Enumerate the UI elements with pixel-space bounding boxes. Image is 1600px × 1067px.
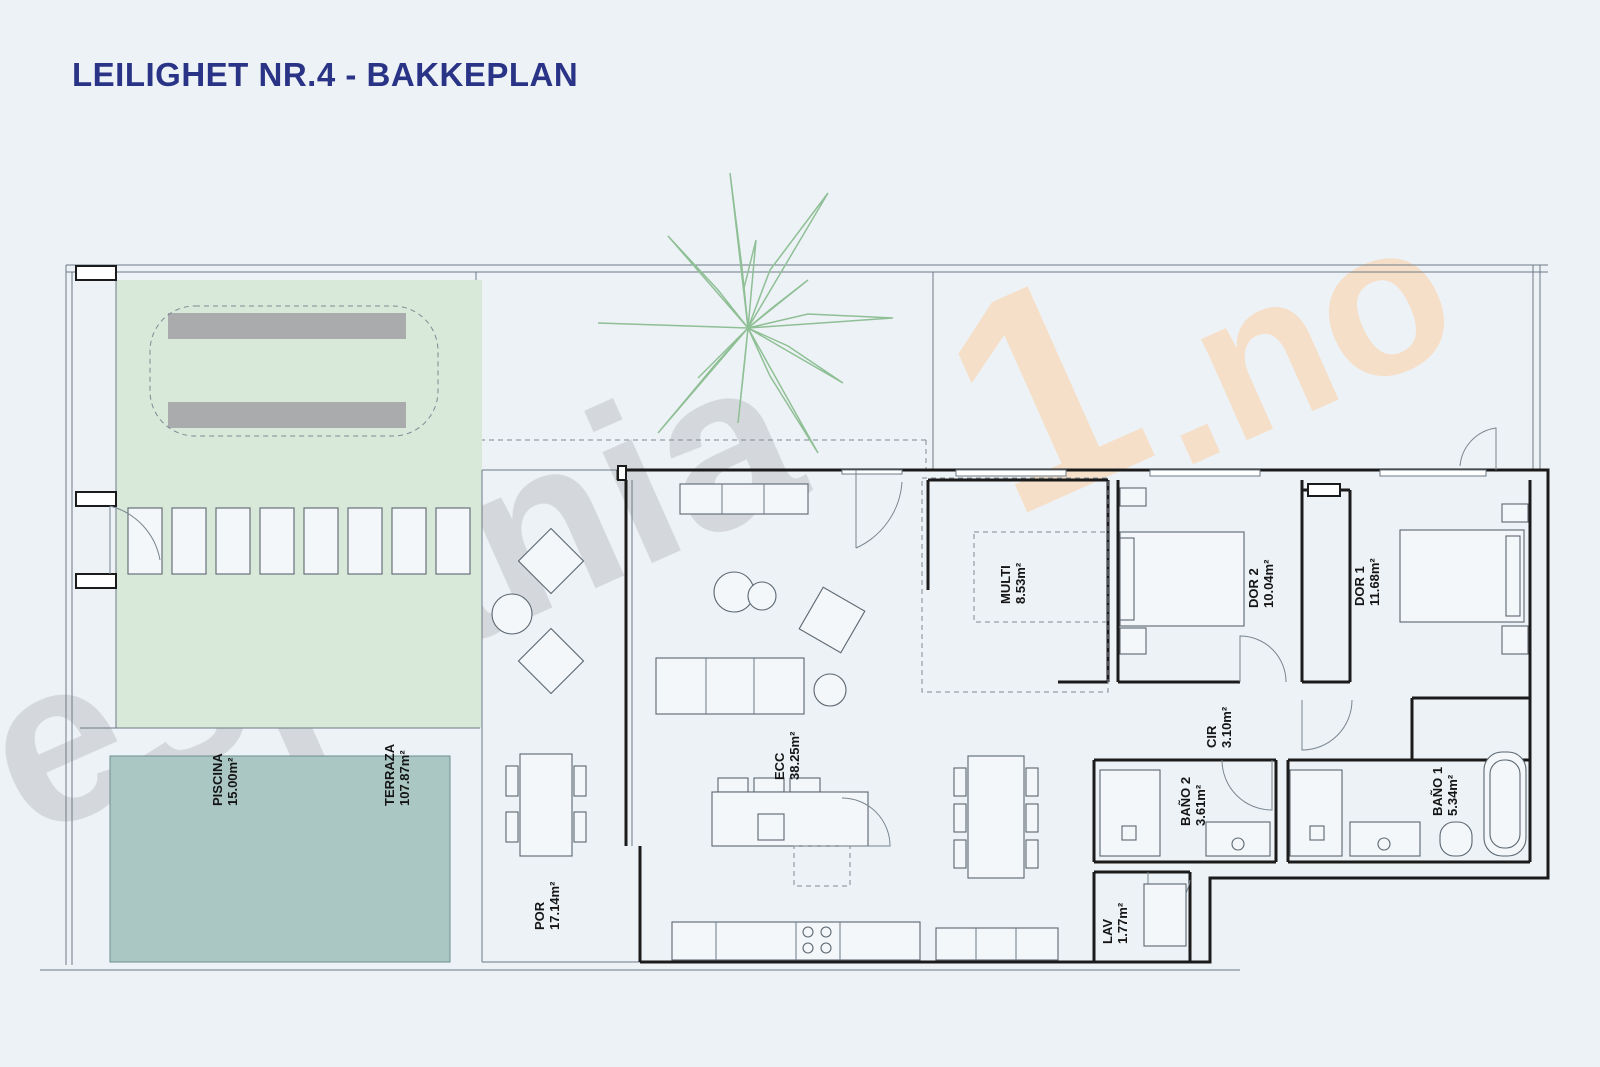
label-bano1: BAÑO 15.34m² <box>1430 767 1460 816</box>
porch-furniture <box>491 527 587 857</box>
label-cir: CIR3.10m² <box>1204 706 1234 748</box>
multi-zone <box>921 477 1109 693</box>
porch <box>481 469 640 963</box>
page-title: LEILIGHET NR.4 - BAKKEPLAN <box>72 56 579 93</box>
parking-spot <box>149 305 439 437</box>
kitchen <box>671 777 1059 961</box>
room-labels: PISCINA15.00m² TERRAZA107.87m² POR17.14m… <box>210 558 1460 944</box>
site-outline <box>40 264 1548 971</box>
gate-posts <box>75 265 161 589</box>
dining-table <box>953 755 1039 879</box>
label-dor1: DOR 111.68m² <box>1352 558 1382 606</box>
label-piscina: PISCINA15.00m² <box>210 753 240 806</box>
bathroom-fixtures <box>1099 751 1527 947</box>
palm-plant <box>597 172 894 454</box>
pool <box>109 755 451 963</box>
label-bano2: BAÑO 23.61m² <box>1178 777 1208 826</box>
living-furniture <box>655 483 866 715</box>
label-por: POR17.14m² <box>532 881 562 930</box>
label-ecc: ECC38.25m² <box>772 731 802 780</box>
paver-row <box>127 507 471 575</box>
label-terraza: TERRAZA107.87m² <box>382 743 412 806</box>
label-multi: MULTI8.53m² <box>998 562 1028 604</box>
beds <box>1119 487 1529 655</box>
windows <box>617 465 1487 497</box>
label-dor2: DOR 210.04m² <box>1246 559 1276 608</box>
label-lav: LAV1.77m² <box>1100 902 1130 944</box>
terrace-area <box>116 280 482 728</box>
